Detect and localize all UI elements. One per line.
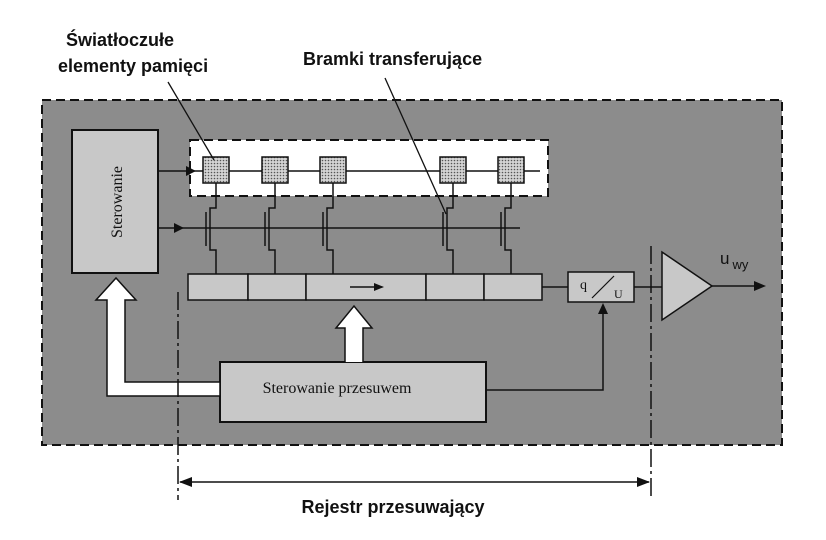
converter-control-arrow <box>598 303 608 314</box>
pixel-cell <box>439 156 467 184</box>
output-u: u <box>720 249 729 268</box>
register-cell <box>247 273 307 301</box>
shift-control-label: Sterowanie przesuwem <box>263 380 412 397</box>
photosensitive-label-line1: Światłoczułe <box>66 29 174 50</box>
transfer-gate <box>264 183 276 275</box>
transfer-gates <box>205 183 512 275</box>
photosensitive-label-line2: elementy pamięci <box>58 56 208 76</box>
hollow-arrow-control-body <box>94 276 221 397</box>
arrow-right-icon <box>350 283 384 291</box>
hollow-arrow-register <box>334 304 374 362</box>
transfer-gate <box>500 183 512 275</box>
charge-voltage-converter: q U <box>567 271 635 303</box>
converter-control-line <box>486 312 604 391</box>
shift-register-label: Rejestr przesuwający <box>301 497 484 517</box>
transfer-gate <box>205 183 217 275</box>
converter-q-label: q <box>580 278 587 293</box>
pixel-cell <box>497 156 525 184</box>
arrow-head-pixels <box>186 166 196 176</box>
amplifier-triangle-icon <box>661 250 714 322</box>
photosensitive-strip <box>189 139 549 197</box>
shift-control-block <box>219 361 487 423</box>
transfer-gate <box>442 183 454 275</box>
register-cell <box>187 273 249 301</box>
pixel-cell <box>319 156 347 184</box>
dimension-arrow-left <box>179 477 192 487</box>
transfer-gates-leader <box>384 77 447 215</box>
control-label: Sterowanie <box>109 166 126 238</box>
photosensitive-leader <box>167 81 215 161</box>
pixel-cell <box>261 156 289 184</box>
arrow-head-gates <box>174 223 184 233</box>
transfer-gates-label: Bramki transferujące <box>303 49 482 69</box>
transfer-gate <box>322 183 334 275</box>
register-cell <box>425 273 485 301</box>
dimension-arrow-right <box>637 477 650 487</box>
shift-register <box>187 273 543 301</box>
control-block <box>71 129 159 274</box>
output-arrow-head <box>754 281 766 291</box>
pixel-cell <box>202 156 230 184</box>
converter-u-label: U <box>614 287 623 301</box>
output-subscript: wy <box>731 257 748 272</box>
register-cell <box>483 273 543 301</box>
pixels <box>202 156 525 184</box>
